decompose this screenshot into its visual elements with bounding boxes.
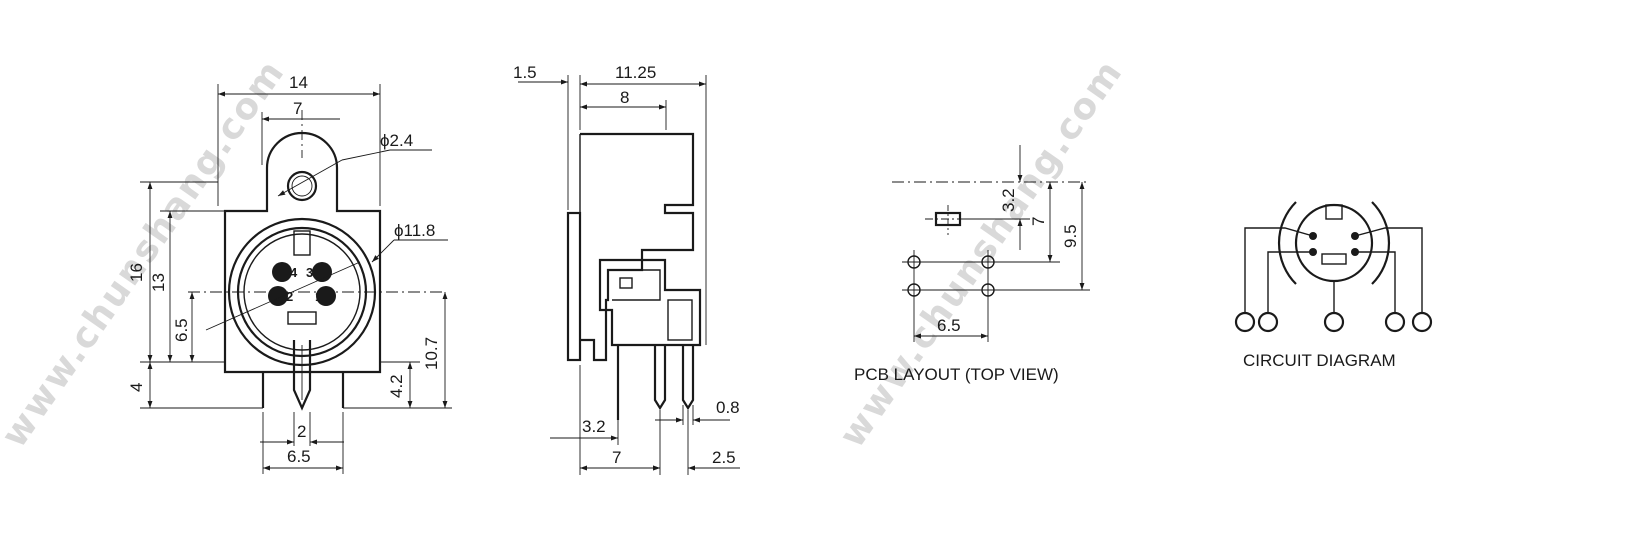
dim-row2: 9.5 bbox=[1061, 224, 1080, 248]
dim-depth-top: 8 bbox=[620, 88, 629, 107]
dim-hole-diameter: ϕ2.4 bbox=[380, 131, 413, 150]
front-pin-4 bbox=[272, 262, 292, 282]
pin-label-2: 2 bbox=[286, 289, 293, 304]
side-body bbox=[580, 132, 695, 362]
dim-pin-width: 2 bbox=[297, 422, 306, 441]
dim-hole-spacing: 6.5 bbox=[937, 316, 961, 335]
side-flange bbox=[566, 211, 582, 362]
front-body-outline bbox=[223, 131, 382, 374]
dim-pin-offset: 3.2 bbox=[582, 417, 606, 436]
pcb-layout: 3.2 7 9.5 6.5 PCB LAYOUT (TOP VIEW) bbox=[854, 145, 1090, 384]
dim-slot-offset: 3.2 bbox=[999, 188, 1018, 212]
dim-flange: 1.5 bbox=[513, 63, 537, 82]
dim-pin-spacing: 6.5 bbox=[287, 447, 311, 466]
dim-depth-total: 11.25 bbox=[615, 63, 656, 82]
side-view: 1.5 11.25 8 3.2 7 0.8 2.5 bbox=[513, 63, 740, 475]
circuit-diagram: CIRCUIT DIAGRAM bbox=[1234, 201, 1433, 370]
front-slot bbox=[287, 311, 317, 325]
dim-center-height: 6.5 bbox=[172, 318, 191, 342]
front-center-lead bbox=[292, 340, 312, 411]
mounting-hole bbox=[286, 170, 318, 202]
pin-label-3: 3 bbox=[306, 265, 313, 280]
dim-width-total: 14 bbox=[289, 73, 308, 92]
watermark-right: www.chunshang.com bbox=[832, 52, 1131, 455]
dim-pin-thickness: 0.8 bbox=[716, 398, 740, 417]
dim-pin-span: 7 bbox=[612, 448, 621, 467]
dim-width-half: 7 bbox=[293, 99, 302, 118]
front-pin-2 bbox=[268, 286, 288, 306]
dim-pin-pitch: 2.5 bbox=[712, 448, 736, 467]
dim-center-to-pin: 10.7 bbox=[422, 337, 441, 370]
pcb-holes bbox=[902, 250, 1090, 302]
circuit-connector-face bbox=[1294, 203, 1374, 283]
pin-label-1: 1 bbox=[315, 289, 322, 304]
dim-height-total: 16 bbox=[127, 263, 146, 282]
front-view: 4 3 2 1 14 7 ϕ2.4 ϕ11.8 bbox=[127, 73, 452, 474]
front-pin-1 bbox=[316, 286, 336, 306]
pcb-layout-caption: PCB LAYOUT (TOP VIEW) bbox=[854, 365, 1059, 384]
watermark-left: www.chunshang.com bbox=[0, 52, 293, 455]
key-notch bbox=[293, 230, 311, 256]
pin-label-4: 4 bbox=[290, 265, 298, 280]
dim-row1: 7 bbox=[1029, 217, 1048, 226]
dim-pin-length: 4 bbox=[127, 383, 146, 392]
circuit-shell-arc bbox=[1278, 201, 1297, 285]
dim-pin-length-right: 4.2 bbox=[387, 374, 406, 398]
dim-height-body: 13 bbox=[149, 273, 168, 292]
dim-body-diameter: ϕ11.8 bbox=[394, 221, 435, 240]
circuit-diagram-caption: CIRCUIT DIAGRAM bbox=[1243, 351, 1396, 370]
circuit-terminals bbox=[1234, 311, 1433, 333]
